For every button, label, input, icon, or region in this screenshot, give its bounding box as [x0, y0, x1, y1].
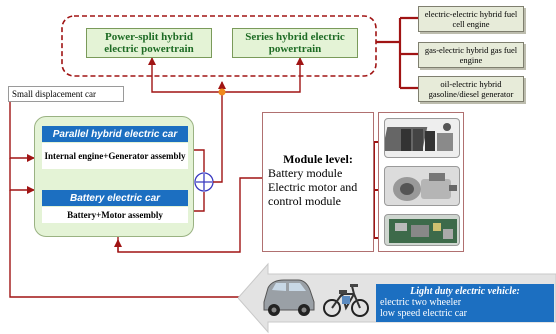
- control-module-photo: [384, 214, 460, 246]
- junction-dot: [218, 88, 226, 96]
- light-duty-box: Light duty electric vehicle: electric tw…: [376, 284, 554, 322]
- battery-module-photo: [384, 118, 460, 158]
- light-duty-line-1: electric two wheeler: [380, 297, 462, 308]
- parallel-hybrid-title: Parallel hybrid electric car: [42, 126, 188, 142]
- light-duty-line-2: low speed electric car: [380, 308, 467, 319]
- car-icon: [263, 279, 315, 316]
- module-line-2: Electric motor and control module: [268, 180, 358, 208]
- circuit-board-icon: [389, 219, 457, 243]
- module-heading: Module level:: [283, 152, 353, 166]
- module-level-box: [262, 112, 374, 252]
- light-duty-title: Light duty electric vehicle:: [410, 286, 520, 297]
- battery-pack-icon: [385, 123, 453, 151]
- small-car-image: [258, 272, 318, 320]
- module-line-1: Battery module: [268, 166, 343, 180]
- motor-photo: [384, 166, 460, 206]
- electric-bike-image: [322, 278, 370, 320]
- small-displacement-car-label: Small displacement car: [8, 86, 124, 102]
- power-split-hybrid-box: Power-split hybrid electric powertrain: [86, 28, 212, 58]
- vehicle-type-gas: gas-electric hybrid gas fuel engine: [418, 42, 524, 68]
- bike-icon: [323, 284, 369, 317]
- series-hybrid-box: Series hybrid electric powertrain: [232, 28, 358, 58]
- vehicle-types-bracket: [376, 16, 418, 90]
- battery-electric-assembly: Battery+Motor assembly: [42, 207, 188, 223]
- hybrid-powertrain-container: [61, 15, 377, 77]
- module-level-text: Module level: Battery module Electric mo…: [268, 152, 368, 208]
- vehicle-type-oil: oil-electric hybrid gasoline/diesel gene…: [418, 76, 524, 102]
- battery-electric-title: Battery electric car: [42, 190, 188, 206]
- parallel-hybrid-assembly: Internal engine+Generator assembly: [42, 143, 188, 169]
- motor-icon: [393, 173, 457, 201]
- vehicle-type-fuel-cell: electric-electric hybrid fuel cell engin…: [418, 6, 524, 32]
